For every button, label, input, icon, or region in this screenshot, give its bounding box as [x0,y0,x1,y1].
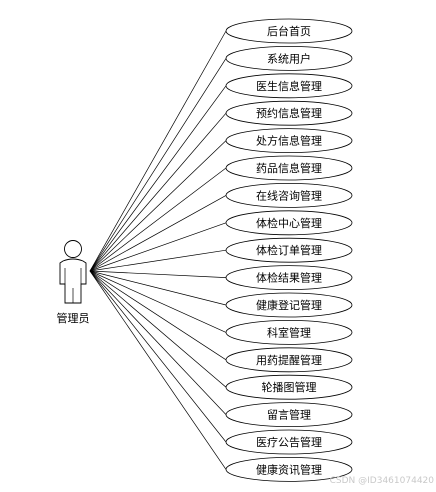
use-case: 医生信息管理 [225,73,353,99]
association-line [89,249,227,272]
association-line [89,167,227,272]
use-case-ellipse [225,210,353,236]
use-case-label: 体检中心管理 [256,216,322,230]
association-line [89,222,227,272]
association-line [89,270,227,443]
user-icon [59,240,87,304]
use-case-ellipse [225,237,353,263]
use-case: 健康登记管理 [225,292,353,318]
use-case: 用药提醒管理 [225,347,353,373]
association-line [89,140,227,272]
watermark: CSDN @ID3461074420 [329,476,434,486]
use-case-label: 体检订单管理 [256,243,322,257]
use-case-label: 后台首页 [267,24,311,38]
use-case-label: 医疗公告管理 [256,435,322,449]
use-case-ellipse [225,374,353,400]
use-case-ellipse [225,292,353,318]
actor-admin: 管理员 [57,240,90,325]
actor-label: 管理员 [57,311,90,325]
use-case-ellipse [225,347,353,373]
association-line [89,270,227,470]
use-case-label: 预约信息管理 [256,106,322,120]
association-line [89,270,227,361]
use-case-label: 健康资讯管理 [256,462,322,476]
association-line [89,270,227,388]
association-line [89,85,227,272]
use-case: 体检结果管理 [225,265,353,291]
use-case-ellipse [225,429,353,455]
association-line [89,112,227,272]
use-case-label: 体检结果管理 [256,271,322,285]
use-case-ellipse [225,182,353,208]
use-case-ellipse [225,128,353,154]
use-case-label: 健康登记管理 [256,298,322,312]
use-case-label: 药品信息管理 [256,161,322,175]
use-case: 医疗公告管理 [225,429,353,455]
use-case-ellipse [225,46,353,71]
use-case-ellipse [225,319,353,345]
use-case: 体检中心管理 [225,210,353,236]
use-case: 药品信息管理 [225,155,353,181]
use-case: 轮播图管理 [225,374,353,400]
use-case-label: 留言管理 [267,408,311,422]
use-case-ellipse [225,18,353,44]
use-case-label: 在线咨询管理 [256,188,322,202]
use-case-label: 用药提醒管理 [256,353,322,367]
use-case: 科室管理 [225,319,353,345]
use-case-label: 科室管理 [267,325,311,339]
use-case-label: 轮播图管理 [262,380,317,394]
association-line [89,270,227,415]
use-case-ellipse [225,456,353,482]
use-case-ellipse [225,265,353,291]
use-case: 处方信息管理 [225,128,353,154]
association-line [89,195,227,272]
use-case-ellipse [225,100,353,126]
use-case: 健康资讯管理 [225,456,353,482]
use-case-label: 处方信息管理 [256,134,322,148]
use-case-ellipse [225,73,353,99]
association-line [89,58,227,272]
use-cases: 后台首页系统用户医生信息管理预约信息管理处方信息管理药品信息管理在线咨询管理体检… [225,18,353,482]
association-line [89,30,227,272]
use-case: 留言管理 [225,402,353,428]
association-line [89,270,227,333]
association-line [89,270,227,306]
use-case: 预约信息管理 [225,100,353,126]
association-line [89,270,227,278]
use-case-label: 医生信息管理 [256,79,322,93]
use-case-ellipse [225,402,353,428]
use-case-label: 系统用户 [267,51,311,65]
use-case: 体检订单管理 [225,237,353,263]
use-case-ellipse [225,155,353,181]
use-case: 后台首页 [225,18,353,44]
association-lines [89,30,227,470]
use-case: 在线咨询管理 [225,182,353,208]
use-case: 系统用户 [225,46,353,71]
